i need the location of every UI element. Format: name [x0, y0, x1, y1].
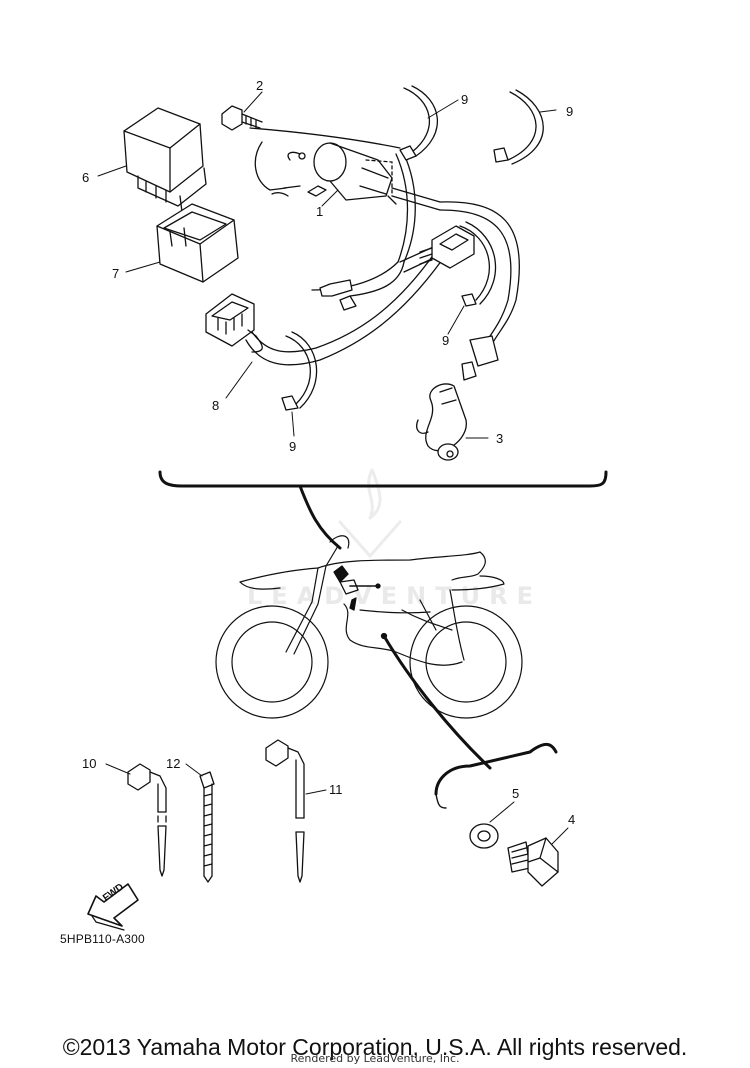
fwd-arrow-icon [87, 883, 139, 931]
motorcycle-outline [215, 535, 523, 719]
bolt-lower [507, 837, 559, 887]
washer [469, 823, 499, 849]
cdi-cover [156, 203, 239, 283]
callout-2: 2 [256, 78, 264, 93]
section-bracket-lower [434, 743, 558, 796]
copyright-notice: ©2013 Yamaha Motor Corporation, U.S.A. A… [62, 1034, 688, 1060]
callout-9-lower: 9 [289, 439, 297, 454]
pointer-line-upper [298, 484, 342, 550]
wire-harness [205, 127, 520, 366]
frame-cdi-location [333, 565, 388, 640]
callout-10: 10 [82, 756, 97, 771]
pointer-line-lower [382, 634, 492, 770]
spark-plug-cap [416, 335, 499, 461]
bolt [221, 105, 263, 131]
cdi-unit [123, 107, 207, 213]
callout-8: 8 [212, 398, 220, 413]
callout-5: 5 [512, 786, 520, 801]
callout-12: 12 [166, 756, 181, 771]
callout-6: 6 [82, 170, 90, 185]
diagram-code: 5HPB110-A300 [60, 932, 145, 946]
watermark-text: LEADVENTURE [247, 582, 542, 610]
callout-11: 11 [329, 782, 343, 797]
callout-7: 7 [112, 266, 120, 281]
cable-tie-12 [199, 771, 215, 883]
section-bracket [158, 470, 608, 488]
rendered-by-credit: Rendered by LeadVenture, Inc. [290, 1052, 460, 1065]
callout-1: 1 [316, 204, 324, 219]
cable-tie-holder-11 [265, 739, 305, 883]
clamps [281, 85, 544, 411]
cable-tie-holder-10 [127, 763, 167, 877]
callout-9-top: 9 [461, 92, 469, 107]
callout-9-top-right: 9 [566, 104, 574, 119]
callout-4: 4 [568, 812, 576, 827]
callout-9-middle: 9 [442, 333, 450, 348]
ignition-coil [271, 142, 441, 211]
callout-3: 3 [496, 431, 504, 446]
leader-lines [97, 91, 569, 845]
